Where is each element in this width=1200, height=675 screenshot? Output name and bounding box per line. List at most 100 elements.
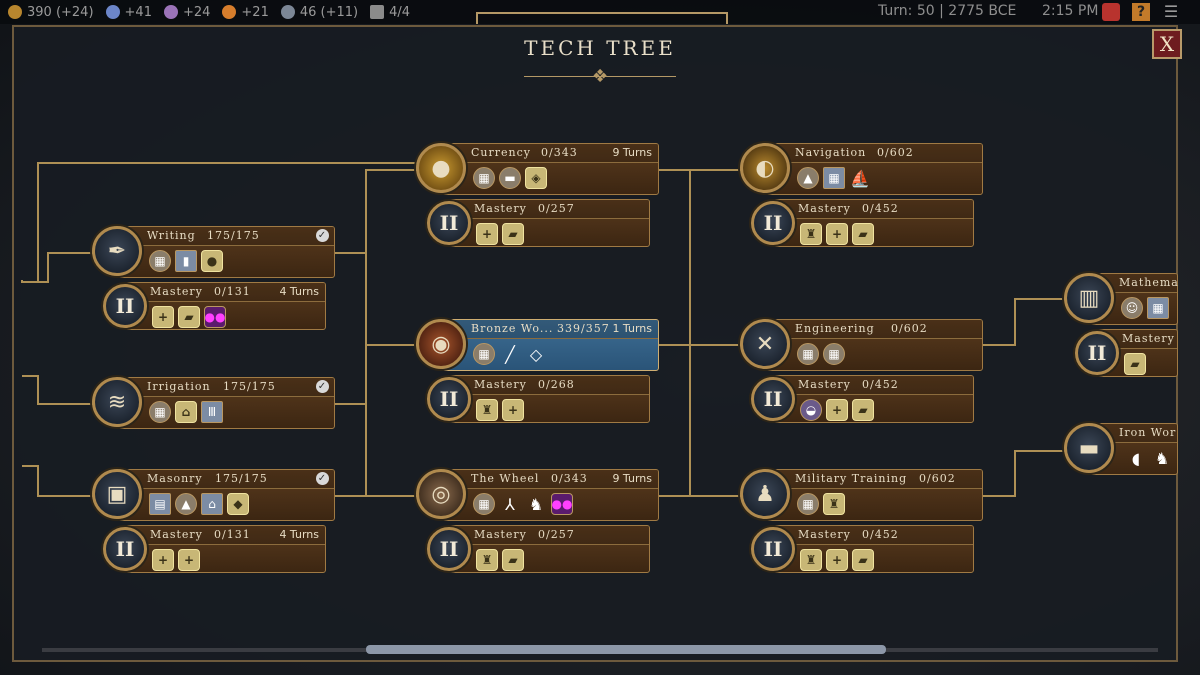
tech-name: Mathema — [1119, 276, 1179, 289]
settlements-resource[interactable]: 4/4 — [370, 5, 410, 20]
obelisk-icon[interactable]: ▲ — [175, 493, 197, 515]
tablet-hex-icon[interactable]: ▰ — [852, 549, 874, 571]
plus-hex-icon[interactable]: + — [826, 399, 848, 421]
barracks-icon[interactable]: ▦ — [473, 343, 495, 365]
era-year: 2775 BCE — [948, 3, 1017, 19]
abacus-icon: ▥ — [1064, 273, 1114, 323]
academy-icon[interactable]: ▦ — [1147, 297, 1169, 319]
plus-hex-icon[interactable]: + — [476, 223, 498, 245]
quarry-icon[interactable]: ▦ — [797, 343, 819, 365]
soldier-hex-icon[interactable]: ♜ — [800, 223, 822, 245]
coin-bag-hex-icon[interactable]: ◈ — [525, 167, 547, 189]
plus-hex-icon[interactable]: + — [826, 223, 848, 245]
advisor-icon[interactable] — [1102, 3, 1120, 21]
purple-mask-icon[interactable]: ●● — [551, 493, 573, 515]
tablet-hex-icon[interactable]: ▰ — [502, 223, 524, 245]
tech-progress: 339/357 — [557, 322, 610, 335]
unlock-icons: ☺ ▦ — [1121, 297, 1169, 319]
gold-resource[interactable]: 390 (+24) — [8, 5, 94, 20]
soldier-hex-icon[interactable]: ♜ — [800, 549, 822, 571]
aqueduct-icon[interactable]: Ⅲ — [201, 401, 223, 423]
plus-hex-icon[interactable]: + — [152, 549, 174, 571]
farm-icon[interactable]: ▦ — [149, 401, 171, 423]
tablet-hex-icon[interactable]: ▰ — [502, 549, 524, 571]
close-button[interactable]: X — [1152, 29, 1182, 59]
plus-hex-icon[interactable]: + — [178, 549, 200, 571]
horse-unit-icon[interactable]: ♞ — [528, 494, 544, 514]
stone-block-icon: ▣ — [92, 469, 142, 519]
menu-icon[interactable]: ☰ — [1163, 2, 1179, 21]
dome-icon[interactable]: ◒ — [800, 399, 822, 421]
barracks-icon[interactable]: ▦ — [797, 493, 819, 515]
mastery-badge: II — [751, 201, 795, 245]
tablet-hex-icon[interactable]: ▰ — [178, 306, 200, 328]
tablet-hex-icon[interactable]: ▰ — [1124, 353, 1146, 375]
spear-icon[interactable]: ╱ — [505, 344, 515, 364]
tablet-hex-icon[interactable]: ▰ — [852, 223, 874, 245]
science-resource[interactable]: +41 — [105, 5, 152, 20]
tech-name: Engineering — [795, 322, 875, 335]
workshop-icon[interactable]: ▦ — [473, 493, 495, 515]
tablet-hex-icon[interactable]: ▰ — [852, 399, 874, 421]
helmet-unit-icon[interactable]: ◖ — [1131, 448, 1141, 468]
lightbulb-icon[interactable]: ● — [201, 250, 223, 272]
soldier-hex-icon[interactable]: ♜ — [823, 493, 845, 515]
unlock-icons: + ▰ ●● — [152, 306, 226, 328]
scholar-icon[interactable]: ☺ — [1121, 297, 1143, 319]
tech-progress: 175/175 — [207, 229, 260, 242]
wall-icon[interactable]: ▤ — [149, 493, 171, 515]
market-icon[interactable]: ▬ — [499, 167, 521, 189]
elephant-unit-icon[interactable]: ♞ — [1154, 448, 1170, 468]
plus-hex-icon[interactable]: + — [502, 399, 524, 421]
soldier-hex-icon[interactable]: ♜ — [476, 549, 498, 571]
stone-hex-icon[interactable]: ◆ — [227, 493, 249, 515]
help-icon[interactable]: ? — [1132, 3, 1150, 21]
temple-icon[interactable]: ⌂ — [201, 493, 223, 515]
unlock-icons: + + — [152, 549, 200, 571]
ship-icon[interactable]: ⛵ — [850, 168, 870, 188]
happiness-resource[interactable]: +21 — [222, 5, 269, 20]
mastery-badge: II — [103, 284, 147, 328]
plus-hex-icon[interactable]: + — [152, 306, 174, 328]
tech-progress: 0/343 — [541, 146, 578, 159]
bank-icon[interactable]: ▦ — [473, 167, 495, 189]
house-hex-icon[interactable]: ⌂ — [175, 401, 197, 423]
culture-resource[interactable]: +24 — [163, 5, 210, 20]
influence-resource[interactable]: 46 (+11) — [280, 5, 358, 20]
soldier-hex-icon[interactable]: ♜ — [476, 399, 498, 421]
diamond-target-icon[interactable]: ◇ — [529, 344, 543, 364]
mastery-progress: 0/131 — [214, 528, 251, 541]
harbor-icon[interactable]: ▦ — [823, 167, 845, 189]
horizontal-scrollbar-thumb[interactable] — [366, 645, 886, 654]
unlock-icons: ▦ ♜ — [797, 493, 845, 515]
building-icon[interactable]: ▦ — [149, 250, 171, 272]
tech-progress: 0/602 — [877, 146, 914, 159]
purple-mask-icon[interactable]: ●● — [204, 306, 226, 328]
catapult-icon[interactable]: ⅄ — [505, 494, 515, 514]
library-icon[interactable]: ▮ — [175, 250, 197, 272]
plus-hex-icon[interactable]: + — [826, 549, 848, 571]
workshop-icon[interactable]: ▦ — [823, 343, 845, 365]
lighthouse-icon[interactable]: ▲ — [797, 167, 819, 189]
